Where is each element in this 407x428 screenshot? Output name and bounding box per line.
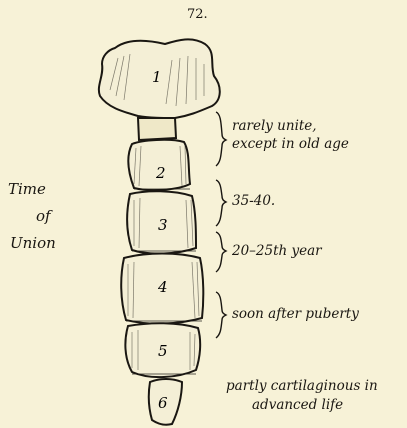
annotation-2: 35-40.: [232, 193, 275, 209]
annotation-5-line1: partly cartilaginous in: [226, 378, 378, 394]
brace-4: [216, 292, 226, 338]
synchondrosis-band: [138, 118, 176, 140]
brace-1: [216, 112, 226, 166]
segment-label-4: 4: [157, 278, 168, 296]
annotation-5-line2: advanced life: [252, 397, 343, 413]
annotation-1-line2: except in old age: [232, 136, 349, 152]
segment-label-1: 1: [152, 68, 162, 86]
segment-label-3: 3: [158, 216, 168, 234]
brace-2: [216, 180, 226, 226]
segment-label-5: 5: [158, 342, 168, 360]
annotation-4: soon after puberty: [232, 306, 359, 322]
segment-label-2: 2: [155, 164, 166, 182]
brace-3: [216, 232, 226, 272]
annotation-3: 20–25th year: [232, 243, 322, 259]
annotation-1-line1: rarely unite,: [232, 118, 317, 134]
segment-label-6: 6: [158, 394, 168, 412]
